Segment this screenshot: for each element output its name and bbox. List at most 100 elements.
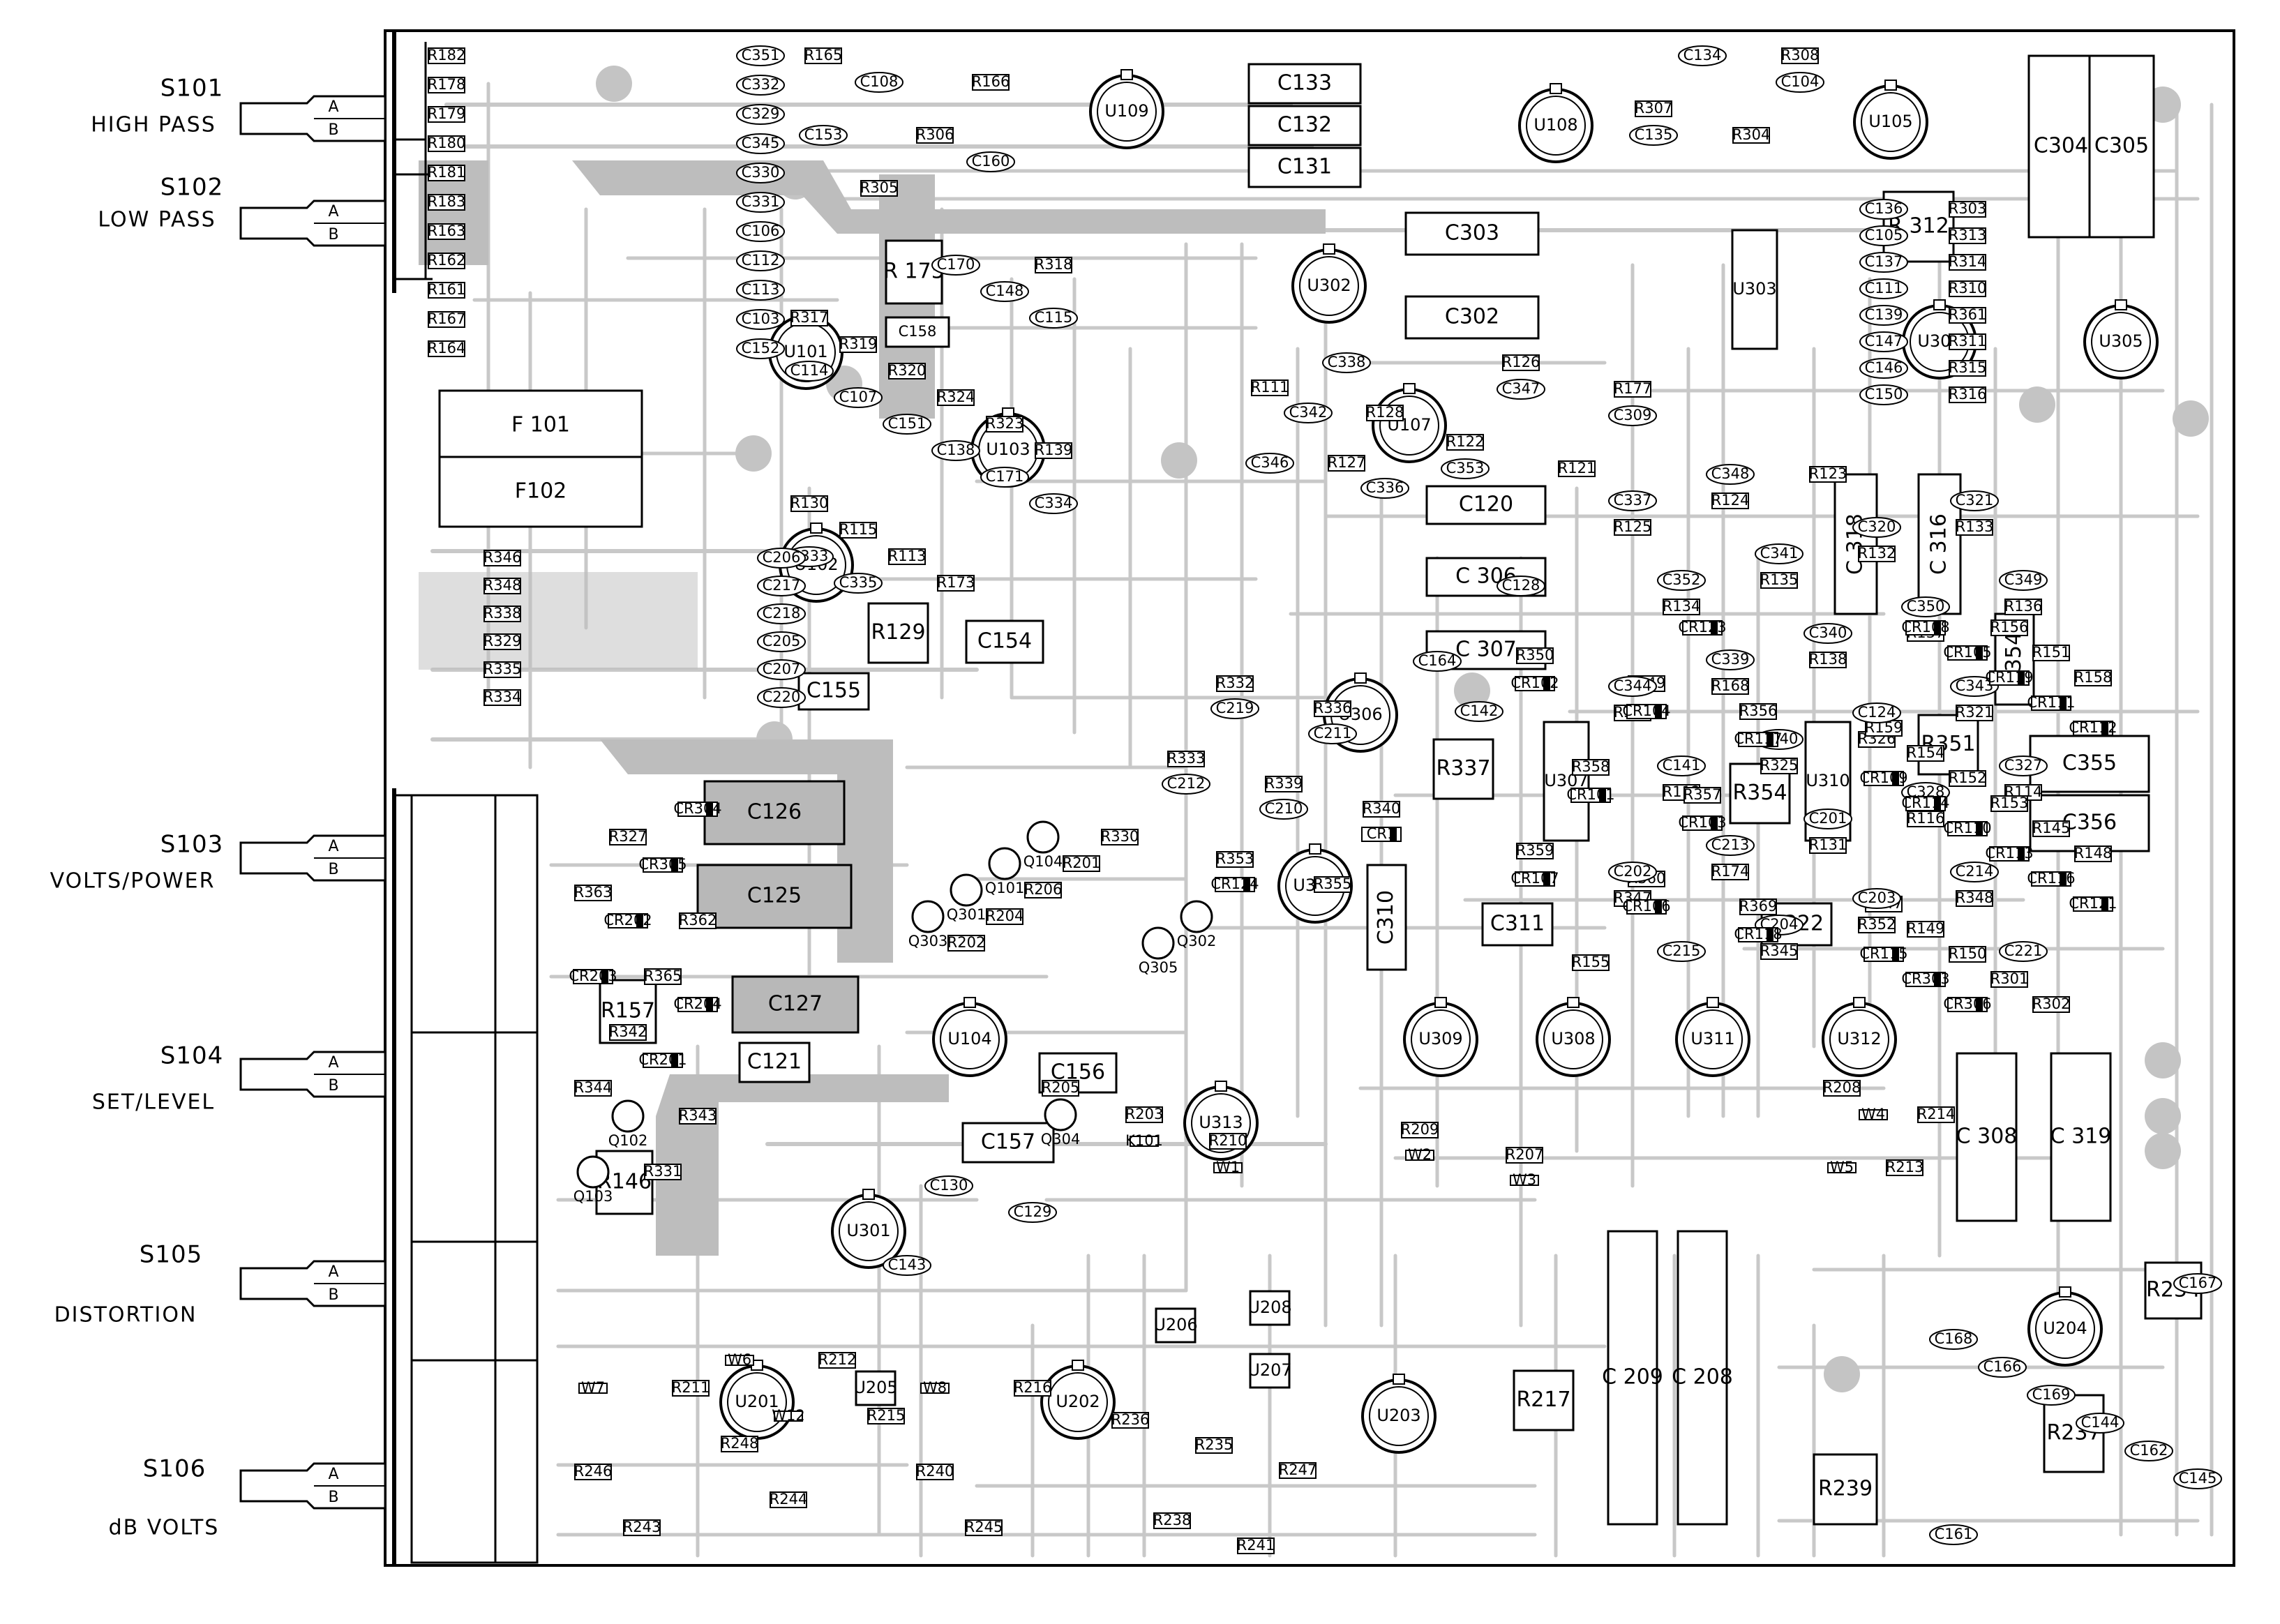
capacitor-c146-label: C146 — [1865, 359, 1903, 376]
resistor-r148-label: R148 — [2074, 845, 2113, 862]
diode-cr111-label: CR111 — [2027, 694, 2075, 711]
resistor-r174 — [1711, 864, 1749, 880]
component-label-r239: R239 — [1818, 1477, 1873, 1501]
component-label-c121: C121 — [747, 1050, 802, 1074]
capacitor-c220 — [757, 687, 806, 708]
capacitor-c152-label: C152 — [742, 340, 780, 356]
resistor-r365 — [644, 968, 682, 985]
resistor-r121 — [1558, 460, 1596, 477]
capacitor-c164-label: C164 — [1418, 652, 1457, 669]
capacitor-c207-label: C207 — [763, 661, 801, 677]
capacitor-c141-label: C141 — [1663, 757, 1701, 774]
resistor-r168 — [1711, 678, 1749, 695]
capacitor-c341-label: C341 — [1760, 545, 1799, 562]
component-c127 — [731, 975, 860, 1034]
resistor-r330-label: R330 — [1101, 828, 1139, 845]
resistor-r150 — [1949, 946, 1986, 963]
component-label-c209: C 209 — [1602, 1365, 1663, 1390]
part-w6 — [725, 1355, 754, 1366]
switch-label-s101: HIGH PASS — [91, 113, 216, 137]
resistor-r126-label: R126 — [1502, 354, 1540, 370]
ic-label-u312: U312 — [1837, 1029, 1881, 1048]
ic-label-u303: U303 — [1732, 279, 1776, 299]
component-label-c127: C127 — [768, 992, 823, 1016]
resistor-r362-label: R362 — [679, 912, 717, 928]
resistor-r332-label: R332 — [1216, 675, 1254, 691]
capacitor-c343-label: C343 — [1956, 677, 1994, 694]
resistor-r306-label: R306 — [916, 126, 954, 143]
component-label-r129: R129 — [871, 620, 925, 645]
capacitor-c309-label: C309 — [1614, 407, 1652, 423]
resistor-r316 — [1949, 386, 1986, 403]
switch-label-s106: dB VOLTS — [109, 1516, 220, 1540]
component-c319 — [2050, 1052, 2112, 1222]
capacitor-c201 — [1803, 809, 1852, 829]
component-label-c302: C302 — [1445, 305, 1499, 329]
switch-connector — [239, 95, 387, 142]
resistor-r203-label: R203 — [1125, 1106, 1164, 1122]
capacitor-c336-label: C336 — [1366, 479, 1404, 496]
capacitor-c108-label: C108 — [860, 73, 899, 90]
capacitor-c104 — [1776, 72, 1824, 93]
transistor-q303 — [911, 900, 945, 933]
resistor-r321 — [1956, 705, 1993, 721]
resistor-r302 — [2032, 996, 2070, 1013]
component-r351 — [1917, 714, 1979, 776]
component-label-c355: C355 — [2062, 751, 2117, 776]
switch-id-s105: S105 — [140, 1241, 202, 1269]
resistor-r211-label: R211 — [672, 1379, 710, 1396]
resistor-r138-label: R138 — [1809, 651, 1847, 668]
capacitor-c145-label: C145 — [2179, 1470, 2217, 1487]
resistor-r352 — [1858, 917, 1896, 933]
resistor-r212 — [818, 1352, 856, 1369]
switch-label-s104: SET/LEVEL — [92, 1090, 215, 1115]
resistor-r243 — [623, 1519, 661, 1536]
capacitor-c130-label: C130 — [930, 1177, 968, 1194]
resistor-r149 — [1907, 921, 1944, 938]
capacitor-c320-label: C320 — [1858, 518, 1896, 535]
component-label-f102: F102 — [515, 479, 567, 504]
transistor-q103 — [576, 1155, 610, 1189]
transistor-q104 — [1026, 820, 1060, 854]
capacitor-c217-label: C217 — [763, 577, 801, 594]
component-c209 — [1607, 1230, 1658, 1526]
diode-cr105-label: CR105 — [1943, 644, 1991, 661]
resistor-r340 — [1363, 801, 1400, 818]
capacitor-c144-label: C144 — [2081, 1414, 2120, 1431]
resistor-r307-label: R307 — [1635, 100, 1673, 116]
resistor-r210-label: R210 — [1209, 1132, 1247, 1149]
capacitor-c338 — [1322, 352, 1371, 373]
resistor-r335-label: R335 — [483, 661, 522, 677]
resistor-r315 — [1949, 360, 1986, 377]
switch-pin-a: A — [328, 838, 338, 855]
resistor-r350-label: R350 — [1516, 647, 1554, 663]
resistor-r248 — [721, 1436, 758, 1452]
capacitor-c128 — [1497, 576, 1545, 596]
resistor-r208 — [1823, 1080, 1861, 1097]
component-label-c304: C304 — [2034, 134, 2088, 158]
diode-cr306-label: CR306 — [1943, 995, 1991, 1012]
resistor-r238-label: R238 — [1153, 1512, 1192, 1528]
part-w12 — [774, 1411, 803, 1422]
resistor-r346-label: R346 — [483, 549, 522, 566]
resistor-r130 — [790, 495, 828, 512]
resistor-r320-label: R320 — [888, 362, 927, 379]
capacitor-c205 — [757, 631, 806, 652]
capacitor-c107 — [834, 387, 883, 408]
resistor-r151 — [2032, 645, 2070, 661]
capacitor-c161-label: C161 — [1935, 1526, 1973, 1542]
capacitor-c105 — [1859, 225, 1908, 246]
ic-u303 — [1731, 229, 1778, 350]
resistor-r154 — [1907, 745, 1944, 762]
capacitor-c351 — [736, 45, 785, 66]
switch-pin-b: B — [328, 861, 338, 878]
resistor-r334-label: R334 — [483, 689, 522, 705]
diode-cr202-label: CR202 — [603, 912, 652, 928]
resistor-r365-label: R365 — [644, 968, 682, 984]
capacitor-c321 — [1950, 490, 1999, 511]
capacitor-c115 — [1029, 308, 1078, 329]
resistor-r319 — [839, 336, 877, 353]
resistor-r122-label: R122 — [1446, 433, 1485, 450]
capacitor-c342-label: C342 — [1289, 404, 1328, 421]
resistor-r179-label: R179 — [428, 105, 466, 122]
